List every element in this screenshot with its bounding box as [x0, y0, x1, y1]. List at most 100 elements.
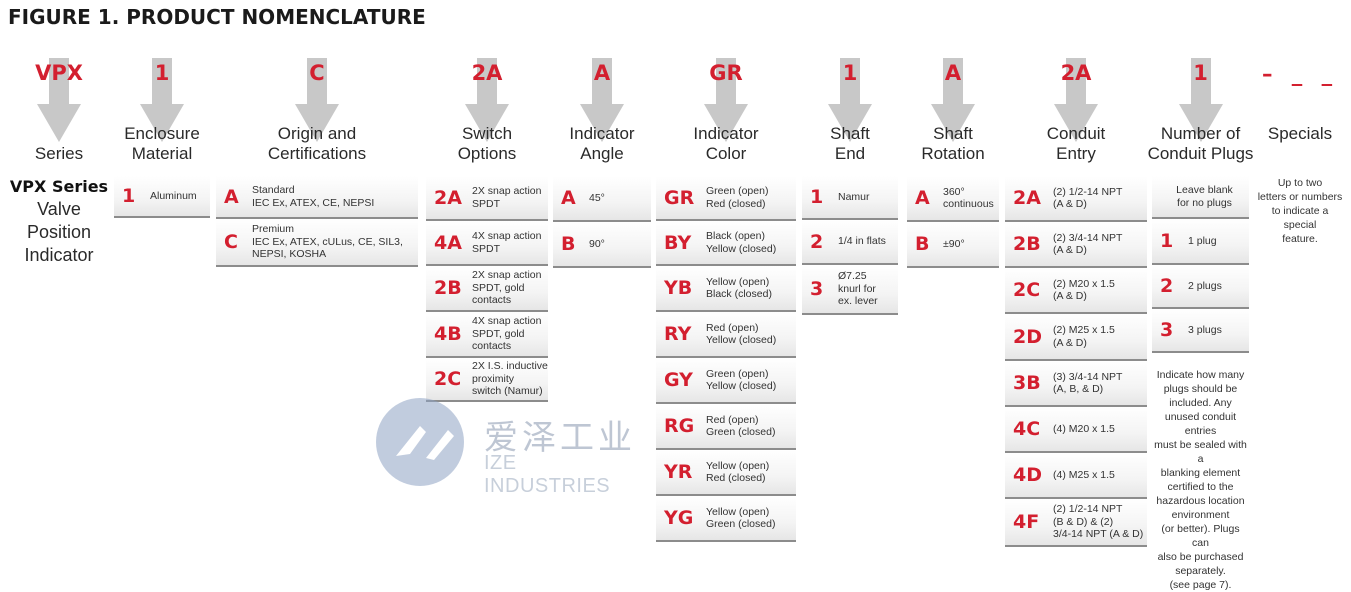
- option-description: Yellow (open)Green (closed): [706, 505, 776, 531]
- series-description-line: Indicator: [24, 245, 94, 265]
- watermark-logo-icon: [376, 398, 464, 486]
- option-description: ±90°: [943, 237, 965, 250]
- option-description: Black (open)Yellow (closed): [706, 230, 777, 255]
- option-row: 1 1 plug: [1152, 219, 1249, 265]
- option-code: 3: [1160, 319, 1174, 341]
- option-description: Aluminum: [150, 189, 197, 202]
- option-row: 2C(2) M20 x 1.5(A & D): [1005, 268, 1147, 314]
- position-code: A: [944, 61, 962, 85]
- option-description: Red (open)Green (closed): [706, 413, 776, 439]
- option-code: RY: [664, 323, 692, 345]
- option-description: Red (open)Yellow (closed): [706, 321, 777, 347]
- option-description: Namur: [838, 190, 870, 203]
- option-row: B ±90°: [907, 222, 999, 268]
- position-code: C: [309, 61, 325, 85]
- option-code: BY: [664, 231, 692, 254]
- down-arrow-icon: [931, 58, 975, 142]
- option-description: 360°continuous: [943, 185, 994, 211]
- option-row: BY Black (open)Yellow (closed): [656, 221, 796, 266]
- option-description: (3) 3/4-14 NPT(A, B, & D): [1053, 370, 1123, 396]
- option-code: 4C: [1013, 418, 1041, 440]
- option-description: (2) 1/2-14 NPT(B & D) & (2)3/4-14 NPT (A…: [1053, 503, 1144, 541]
- option-row: 4C (4) M20 x 1.5: [1005, 407, 1147, 453]
- option-code: 1: [1160, 230, 1174, 252]
- option-description: 1 plug: [1188, 234, 1217, 247]
- down-arrow-icon: [465, 58, 509, 142]
- option-code: A: [915, 187, 930, 209]
- option-code: 4D: [1013, 464, 1042, 486]
- option-code: 3B: [1013, 372, 1041, 394]
- option-code: 4A: [434, 231, 462, 254]
- down-arrow-icon: [37, 58, 81, 142]
- option-description: 90°: [589, 237, 605, 250]
- series-description-title: VPX Series: [9, 177, 109, 196]
- option-code: B: [915, 233, 930, 255]
- option-code: GR: [664, 186, 695, 209]
- option-code: 4B: [434, 323, 462, 345]
- position-code: VPX: [35, 61, 83, 85]
- down-arrow-icon: [828, 58, 872, 142]
- option-code: YB: [664, 277, 693, 299]
- option-code: YR: [664, 461, 693, 483]
- column-label: Series: [34, 144, 84, 163]
- series-description-line: Position: [26, 222, 92, 242]
- option-code: A: [224, 185, 239, 208]
- option-code: B: [561, 233, 576, 255]
- option-row: 4D (4) M25 x 1.5: [1005, 453, 1147, 499]
- option-description: 2 plugs: [1188, 279, 1222, 292]
- option-code: 2: [1160, 275, 1174, 297]
- option-description: (2) 3/4-14 NPT(A & D): [1053, 231, 1123, 257]
- option-description: (4) M25 x 1.5: [1053, 468, 1115, 481]
- option-row: 2D(2) M25 x 1.5(A & D): [1005, 314, 1147, 361]
- option-description: Yellow (open)Black (closed): [706, 275, 772, 301]
- position-code: 1: [154, 61, 170, 85]
- watermark: 爱泽工业 IZE INDUSTRIES: [374, 396, 644, 497]
- figure-title: FIGURE 1. PRODUCT NOMENCLATURE: [8, 5, 426, 29]
- down-arrow-icon: [295, 58, 339, 142]
- watermark-english-text: IZE INDUSTRIES: [484, 452, 611, 497]
- option-code: A: [561, 187, 576, 209]
- position-code: 2A: [1060, 61, 1092, 85]
- option-description: Yellow (open)Red (closed): [706, 459, 770, 485]
- option-code: 2: [810, 230, 824, 253]
- option-row: A 360°continuous: [907, 176, 999, 222]
- position-code: 1: [1193, 61, 1208, 85]
- series-description: VPX Series Valve Position Indicator: [6, 175, 112, 267]
- option-description: (4) M20 x 1.5: [1053, 422, 1115, 435]
- position-code: A: [593, 61, 611, 85]
- option-code: 2D: [1013, 325, 1042, 348]
